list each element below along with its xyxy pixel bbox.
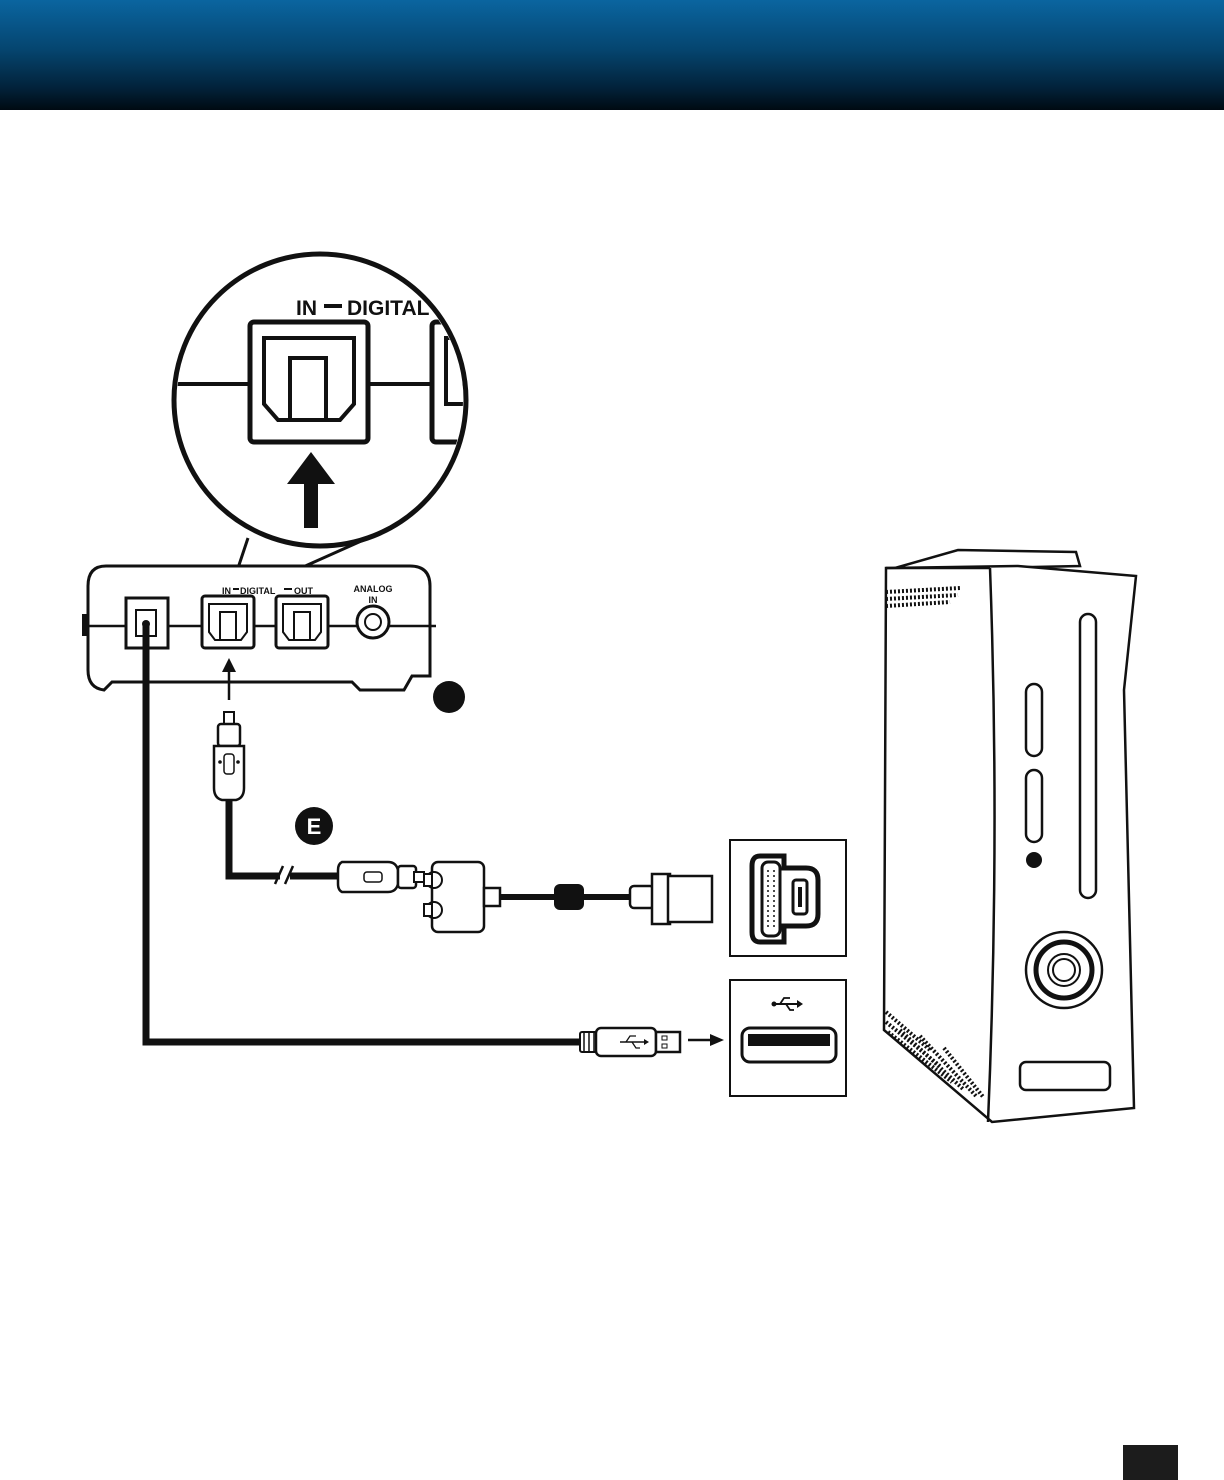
step-e-badge: E bbox=[295, 807, 333, 845]
transmitter-label-out: OUT bbox=[294, 586, 314, 596]
step-dot bbox=[433, 681, 465, 713]
eject-button bbox=[1026, 852, 1042, 868]
av-adapter bbox=[424, 862, 500, 932]
transmitter-label-analog: ANALOG bbox=[354, 584, 393, 594]
ferrite-core bbox=[554, 884, 584, 910]
callout-label-in: IN bbox=[296, 297, 317, 320]
usb-port-panel bbox=[730, 980, 846, 1096]
front-port-door bbox=[1020, 1062, 1110, 1090]
memory-slot-1 bbox=[1026, 684, 1042, 756]
arrow-right-icon bbox=[688, 1034, 724, 1046]
av-port-panel bbox=[730, 840, 846, 956]
optical-plug-vertical bbox=[214, 712, 244, 800]
magnifier-callout: IN DIGITAL bbox=[170, 254, 530, 596]
optical-in-port bbox=[202, 596, 254, 648]
optical-plug-horizontal bbox=[338, 862, 424, 892]
usb-plug bbox=[580, 1028, 680, 1056]
av-plug bbox=[630, 874, 712, 924]
transmitter-label-in: IN bbox=[222, 586, 231, 596]
transmitter-box: IN DIGITAL OUT ANALOG IN bbox=[82, 566, 436, 690]
step-e-letter: E bbox=[307, 814, 322, 839]
callout-label-digital: DIGITAL bbox=[347, 297, 430, 320]
memory-slot-2 bbox=[1026, 770, 1042, 842]
disc-slot bbox=[1080, 614, 1096, 898]
transmitter-label-analog-in: IN bbox=[369, 595, 378, 605]
game-console bbox=[884, 550, 1136, 1122]
transmitter-label-digital: DIGITAL bbox=[240, 586, 276, 596]
power-button bbox=[1026, 932, 1102, 1008]
optical-out-port bbox=[276, 596, 328, 648]
page-number-tab bbox=[1123, 1445, 1178, 1480]
analog-in-jack bbox=[357, 606, 389, 638]
